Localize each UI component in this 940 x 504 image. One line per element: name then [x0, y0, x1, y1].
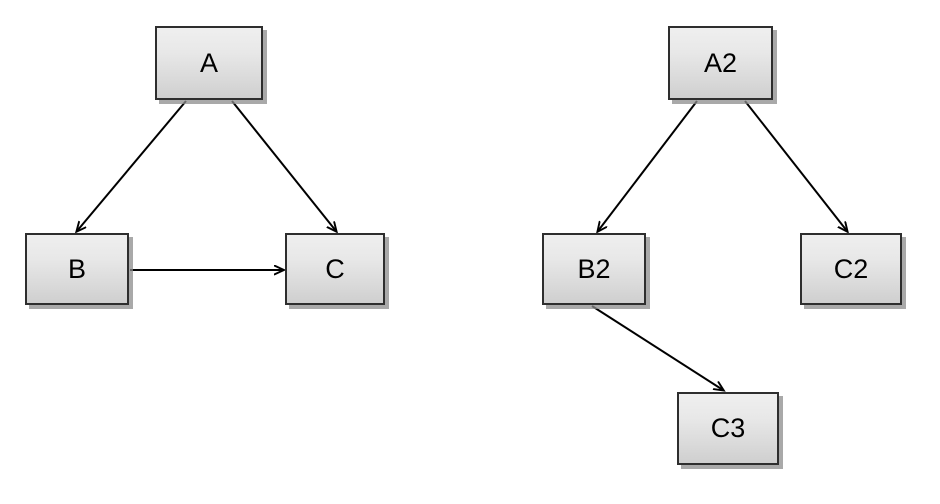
node-a2[interactable]: A2	[668, 26, 773, 100]
edge-a-to-b	[77, 100, 187, 231]
node-label: C2	[833, 253, 869, 284]
node-c[interactable]: C	[285, 233, 385, 305]
node-label: C	[325, 253, 345, 284]
edge-a-to-c	[231, 100, 336, 231]
edge-a2-to-b2	[598, 100, 698, 231]
edge-a2-to-c2	[744, 100, 847, 231]
node-b[interactable]: B	[25, 233, 129, 305]
node-b2[interactable]: B2	[542, 233, 646, 305]
node-c2[interactable]: C2	[800, 233, 902, 305]
node-c3[interactable]: C3	[677, 392, 779, 465]
node-label: A	[199, 47, 218, 78]
edge-b2-to-c3	[591, 305, 723, 390]
edges-group	[77, 100, 847, 390]
node-a[interactable]: A	[155, 26, 263, 100]
node-label: C3	[710, 413, 746, 443]
node-label: B2	[577, 253, 611, 284]
node-label: B	[67, 253, 86, 284]
node-label: A2	[703, 47, 738, 78]
